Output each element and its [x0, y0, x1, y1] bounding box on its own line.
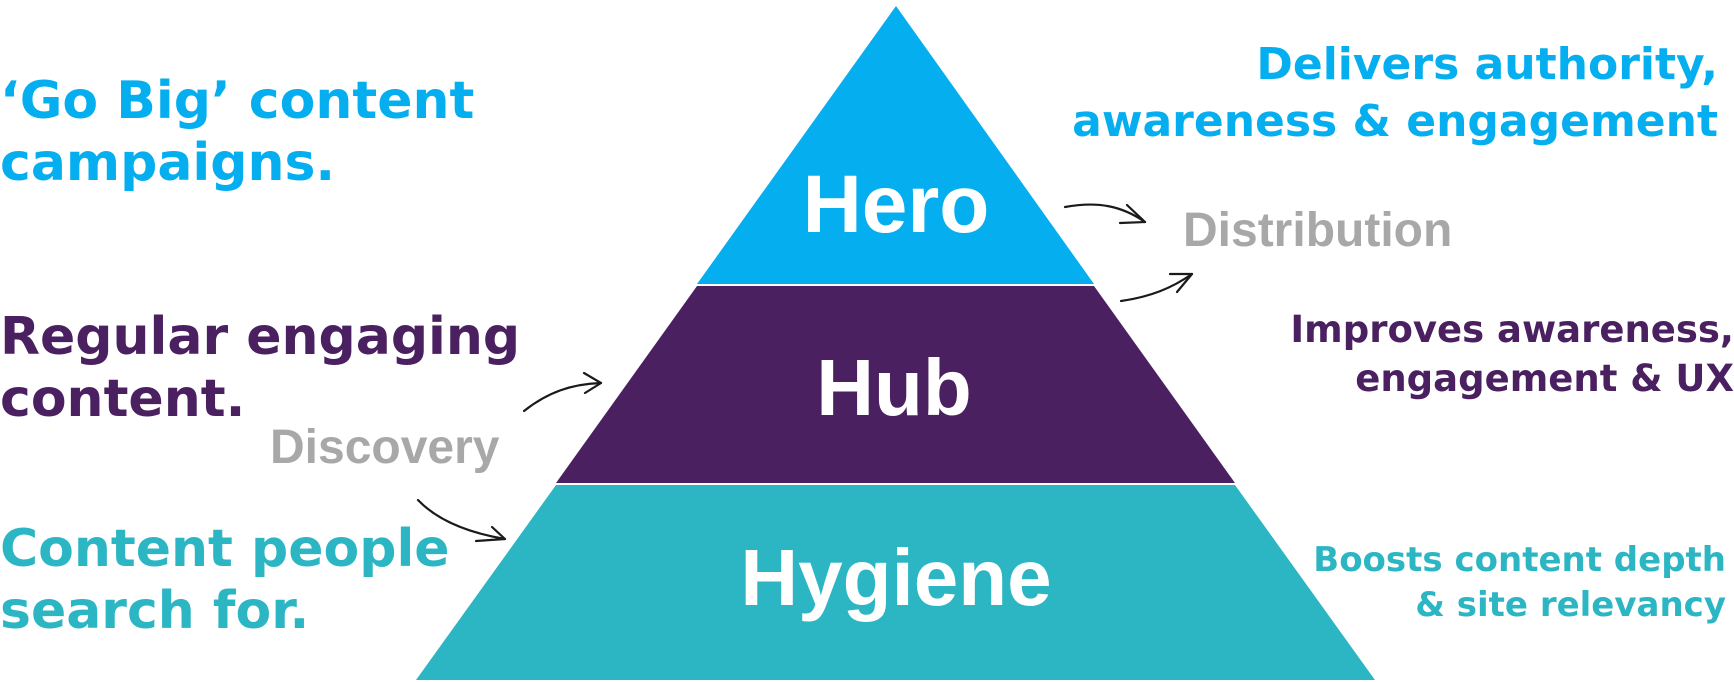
distribution-arrow-upper [1063, 203, 1147, 225]
discovery-label: Discovery [270, 421, 500, 474]
hygiene-right-line-1: Boosts content depth [1313, 540, 1726, 580]
hero-tier [697, 6, 1094, 284]
hygiene-right-description: Boosts content depth & site relevancy [1313, 538, 1726, 628]
hero-left-description: ‘Go Big’ content campaigns. [0, 70, 474, 195]
hero-tier-label: Hero [803, 159, 990, 250]
hub-right-line-2: engagement & UX [1355, 356, 1734, 400]
discovery-arrow-lower [416, 498, 507, 543]
hero-right-line-1: Delivers authority, [1256, 39, 1718, 90]
discovery-arrow-upper [522, 371, 603, 413]
hub-tier [556, 286, 1235, 483]
distribution-label: Distribution [1183, 204, 1453, 257]
hygiene-tier [416, 485, 1375, 680]
hygiene-right-line-2: & site relevancy [1415, 584, 1726, 625]
hub-left-line-1: Regular engaging [0, 307, 521, 367]
hub-tier-label: Hub [816, 343, 972, 432]
hero-right-description: Delivers authority, awareness & engageme… [1072, 36, 1718, 150]
hygiene-left-description: Content people search for. [0, 518, 450, 643]
distribution-arrow-lower [1119, 272, 1194, 303]
hero-left-line-2: campaigns. [0, 133, 336, 194]
hero-left-line-1: ‘Go Big’ content [0, 71, 475, 131]
hygiene-left-line-1: Content people [0, 519, 450, 579]
hygiene-left-line-2: search for. [0, 581, 310, 642]
hub-right-line-1: Improves awareness, [1290, 308, 1734, 351]
hub-left-line-2: content. [0, 369, 246, 430]
hub-left-description: Regular engaging content. [0, 306, 520, 431]
hub-right-description: Improves awareness, engagement & UX [1290, 306, 1734, 404]
hero-right-line-2: awareness & engagement [1072, 96, 1718, 148]
hygiene-tier-label: Hygiene [740, 533, 1051, 622]
